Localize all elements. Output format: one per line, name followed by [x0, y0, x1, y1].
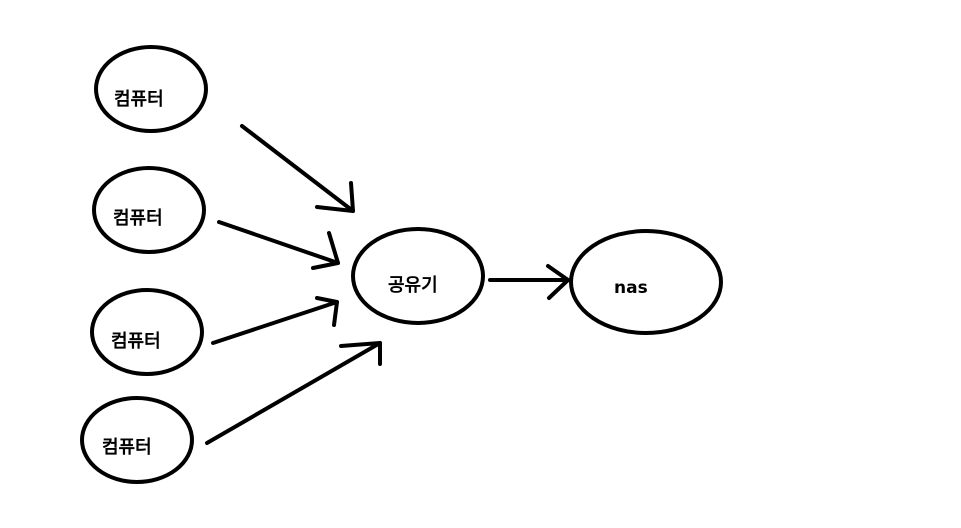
arrow-computer2-router — [217, 220, 340, 270]
computer3-node — [90, 288, 204, 376]
arrow-router-nas — [488, 264, 570, 300]
computer1-node — [94, 45, 208, 133]
router-label: 공유기 — [388, 275, 438, 296]
computer4-node — [80, 396, 194, 484]
computer2-node — [92, 166, 206, 254]
computer1-label: 컴퓨터 — [114, 89, 164, 110]
computer3-label: 컴퓨터 — [111, 331, 161, 352]
nas-node — [569, 229, 723, 335]
arrow-computer3-router — [211, 296, 339, 345]
computer2-label: 컴퓨터 — [113, 208, 163, 229]
arrow-computer1-router — [240, 124, 355, 213]
nas-label: nas — [614, 278, 648, 298]
router-node — [351, 227, 485, 325]
computer4-label: 컴퓨터 — [102, 437, 152, 458]
arrow-computer4-router — [205, 341, 382, 445]
